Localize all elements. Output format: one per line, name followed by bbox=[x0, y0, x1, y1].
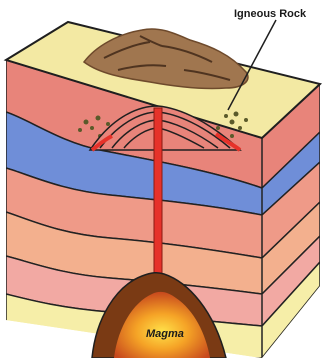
magma-label: Magma bbox=[146, 328, 184, 340]
igneous-rock-label: Igneous Rock bbox=[234, 8, 307, 20]
magma-conduit bbox=[154, 108, 162, 298]
